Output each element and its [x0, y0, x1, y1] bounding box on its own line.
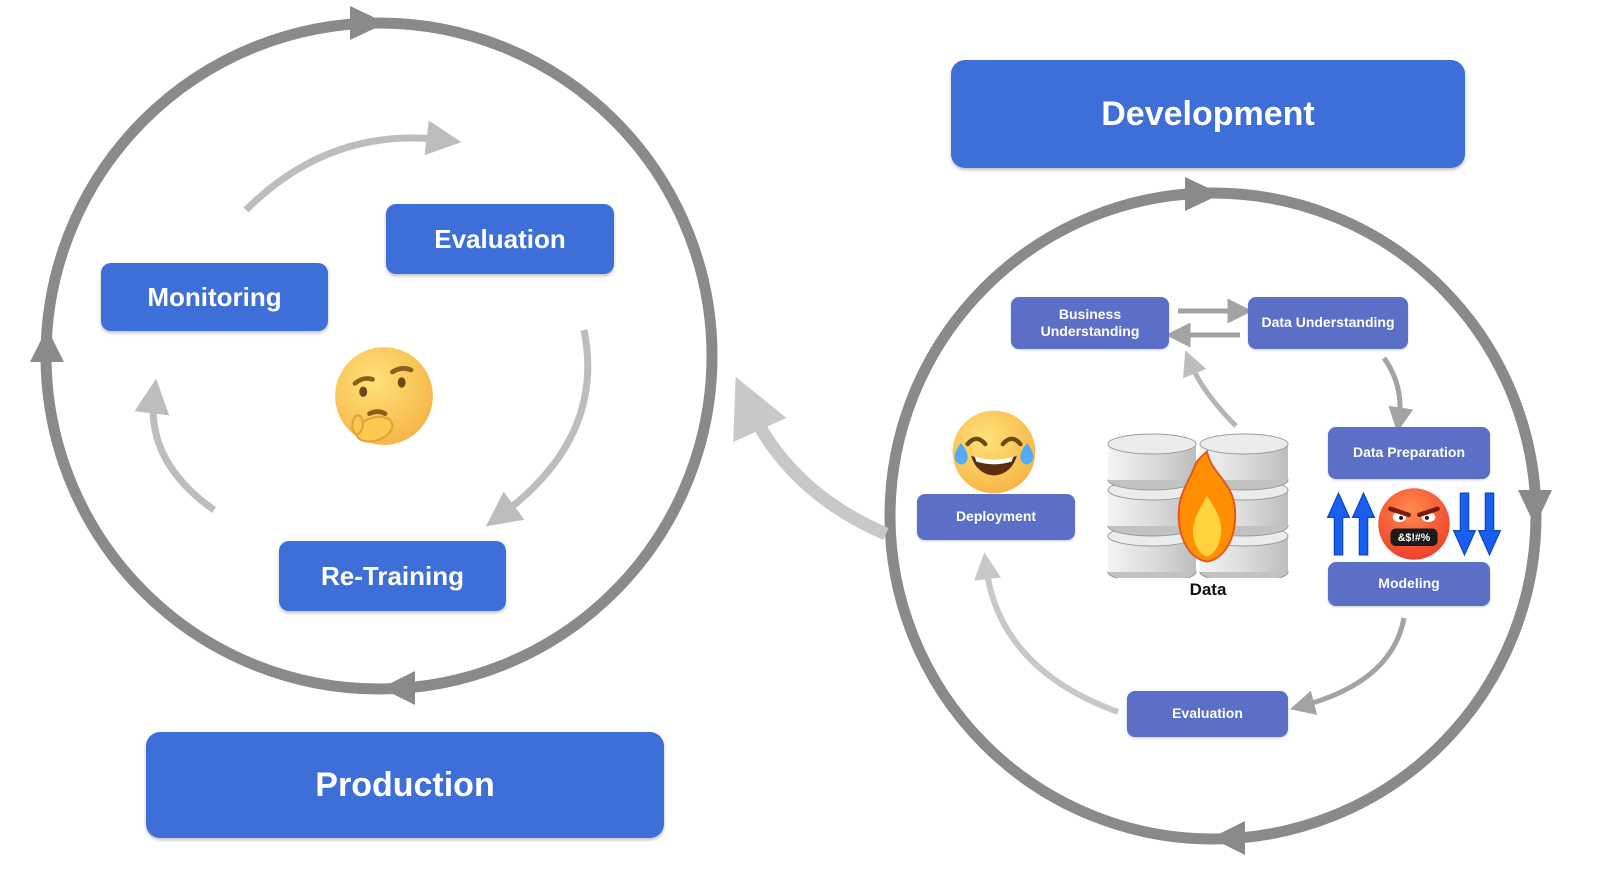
production-inner-arrow-left [134, 378, 217, 513]
thinking-face-icon [332, 344, 436, 448]
evaluation-production-box: Evaluation [386, 204, 614, 274]
data-preparation-label: Data Preparation [1352, 444, 1466, 461]
deployment-label: Deployment [955, 508, 1037, 525]
tears-of-joy-icon [950, 408, 1038, 496]
deployment-box: Deployment [917, 494, 1075, 540]
production-inner-arrow-top [243, 120, 462, 213]
censored-text: &$!#% [1398, 532, 1431, 544]
business-understanding-box: Business Understanding [1011, 297, 1169, 349]
arrow-evaluation-to-deployment [974, 552, 1120, 715]
production-inner-arrow-right [485, 329, 592, 527]
production-title-box: Production [146, 732, 664, 838]
modeling-label: Modeling [1378, 575, 1440, 592]
retraining-label: Re-Training [320, 560, 464, 591]
retraining-box: Re-Training [279, 541, 506, 611]
development-ring-arrow-bottom [1211, 821, 1245, 855]
monitoring-label: Monitoring [147, 281, 282, 312]
rage-group: &$!#% [1322, 484, 1506, 564]
evaluation-development-label: Evaluation [1172, 705, 1243, 722]
blue-up-arrows-icon [1326, 491, 1376, 556]
data-understanding-box: Data Understanding [1248, 297, 1408, 349]
arrow-modeling-to-evaluation [1289, 617, 1407, 715]
evaluation-production-label: Evaluation [434, 223, 566, 254]
development-title: Development [1101, 94, 1315, 133]
modeling-box: Modeling [1328, 562, 1490, 606]
monitoring-box: Monitoring [101, 263, 328, 331]
production-title: Production [315, 765, 495, 804]
production-ring-arrow-bottom [381, 671, 415, 705]
rage-face-icon: &$!#% [1378, 488, 1450, 560]
data-label: Data [1189, 580, 1227, 599]
data-preparation-box: Data Preparation [1328, 427, 1490, 479]
blue-down-arrows-icon [1452, 492, 1502, 557]
production-ring-arrow-top [350, 6, 386, 40]
production-ring-arrow-left [30, 328, 64, 362]
development-title-box: Development [951, 60, 1465, 168]
fire-icon [1157, 445, 1257, 570]
development-ring-arrow-top [1185, 177, 1221, 211]
data-understanding-label: Data Understanding [1261, 314, 1395, 331]
business-understanding-label: Business Understanding [1040, 305, 1140, 340]
arrow-data-to-business [1183, 350, 1238, 428]
arrow-data-understanding-to-preparation [1381, 356, 1414, 433]
development-ring-arrow-right [1518, 490, 1552, 526]
arrow-development-to-production [733, 376, 889, 540]
evaluation-development-box: Evaluation [1127, 691, 1288, 737]
